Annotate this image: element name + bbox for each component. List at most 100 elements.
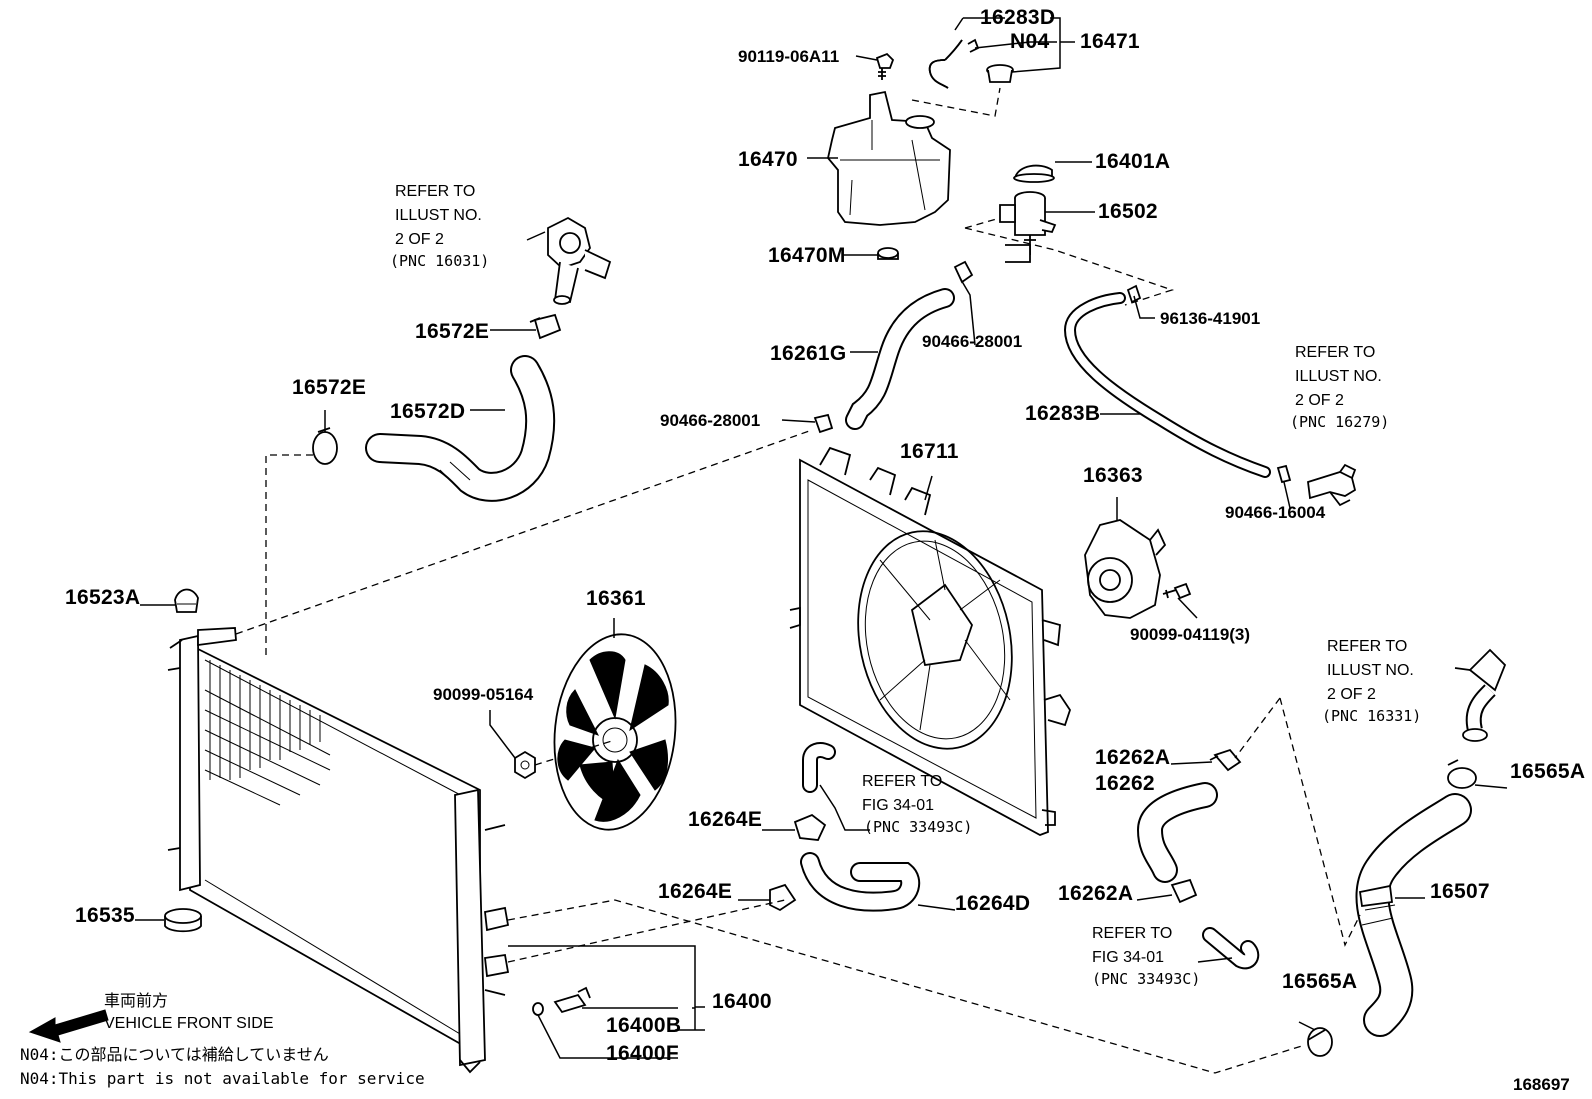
cap-16401A <box>1013 164 1055 183</box>
fan-16361 <box>553 633 677 831</box>
clamp-16565A-upper <box>1447 759 1477 789</box>
label-16507: 16507 <box>1430 880 1490 903</box>
label-90099-05164: 90099-05164 <box>433 685 534 704</box>
label-90099-04119: 90099-04119(3) <box>1130 625 1250 644</box>
dashed-leader <box>964 227 1175 306</box>
label-16565A-lower: 16565A <box>1282 970 1357 993</box>
label-16363: 16363 <box>1083 464 1143 487</box>
label-N04: N04 <box>1010 30 1049 53</box>
label-16470M: 16470M <box>768 244 846 267</box>
label-16535: 16535 <box>75 904 135 927</box>
label-16572D: 16572D <box>390 400 465 423</box>
leader-lines <box>135 17 1508 1059</box>
refer-line: FIG 34-01 <box>1092 949 1164 966</box>
label-16264E-lower: 16264E <box>658 880 732 903</box>
clamp-96136-41901 <box>1126 284 1142 304</box>
thermostat-housing-16031 <box>547 216 612 305</box>
label-16262A-upper: 16262A <box>1095 746 1170 769</box>
hose-33493C-lower <box>1202 927 1260 970</box>
hose-16264D <box>800 852 921 912</box>
clamp-16264E-lower <box>769 883 797 912</box>
bolt-90119-06A11 <box>875 52 895 80</box>
note-n04-jp: N04:この部品については補給していません <box>20 1045 329 1064</box>
clamp-90466-28001-lower <box>813 413 834 434</box>
label-16711: 16711 <box>900 440 959 463</box>
label-16361: 16361 <box>586 587 646 610</box>
hose-16572D <box>365 355 556 502</box>
hose-16261G <box>845 288 955 430</box>
refer-line: REFER TO <box>862 773 942 790</box>
label-16283D: 16283D <box>980 6 1055 29</box>
refer-line: FIG 34-01 <box>862 797 934 814</box>
label-16264E-upper: 16264E <box>688 808 762 831</box>
hose-16507 <box>1355 793 1472 1037</box>
illustration-number: 168697 <box>1513 1075 1570 1094</box>
clamp-16572E-lower <box>312 427 338 465</box>
refer-line: REFER TO <box>1092 925 1172 942</box>
refer-pnc: (PNC 16331) <box>1322 707 1421 725</box>
refer-note-16331: REFER TO ILLUST NO. 2 OF 2 (PNC 16331) <box>1322 638 1421 725</box>
hose-16262 <box>1136 782 1218 883</box>
part-labels: 16283D N04 16471 90119-06A11 16470 16401… <box>65 6 1585 1065</box>
refer-line: REFER TO <box>395 183 475 200</box>
label-16261G: 16261G <box>770 342 847 365</box>
outlet-16331 <box>1454 648 1507 742</box>
label-16264D: 16264D <box>955 892 1030 915</box>
refer-line: 2 OF 2 <box>1327 686 1376 703</box>
refer-pnc: (PNC 33493C) <box>864 818 972 836</box>
hose-16283D <box>928 39 963 89</box>
label-16471: 16471 <box>1080 30 1140 53</box>
o-ring-16400F <box>532 1002 544 1016</box>
label-16523A: 16523A <box>65 586 140 609</box>
label-16262: 16262 <box>1095 772 1155 795</box>
label-16572E-upper: 16572E <box>415 320 489 343</box>
label-90466-28001-upper: 90466-28001 <box>922 332 1022 351</box>
clamp-90466-28001-upper <box>953 260 974 284</box>
radiator-16400 <box>167 627 510 1074</box>
refer-line: REFER TO <box>1327 638 1407 655</box>
clamp-90466-16004 <box>1276 464 1292 484</box>
note-n04-en: N04:This part is not available for servi… <box>20 1069 425 1088</box>
clamp-16264E-upper <box>793 813 827 841</box>
vehicle-front-arrow <box>28 1009 109 1043</box>
dashed-leader <box>507 899 1306 1074</box>
label-16262A-lower: 16262A <box>1058 882 1133 905</box>
refer-note-16279: REFER TO ILLUST NO. 2 OF 2 (PNC 16279) <box>1290 344 1389 431</box>
dashed-leader <box>235 429 813 635</box>
label-90466-16004: 90466-16004 <box>1225 503 1326 522</box>
label-90119-06A11: 90119-06A11 <box>738 47 839 66</box>
dashed-leader <box>507 899 786 963</box>
grommet-16470M <box>877 247 899 260</box>
refer-note-16031: REFER TO ILLUST NO. 2 OF 2 (PNC 16031) <box>390 183 489 270</box>
radiator-core-fins <box>204 660 331 806</box>
clamp-16262A-lower <box>1170 878 1198 904</box>
refer-pnc: (PNC 16279) <box>1290 413 1389 431</box>
label-16400F: 16400F <box>606 1042 679 1065</box>
clip-N04 <box>967 38 980 53</box>
label-16572E-lower: 16572E <box>292 376 366 399</box>
clamp-16565A-lower <box>1307 1027 1333 1057</box>
reservoir-tank-16470 <box>827 90 951 226</box>
fan-axis-line <box>534 739 616 766</box>
drain-cock-16400B <box>553 986 591 1014</box>
cushion-16535 <box>164 908 202 933</box>
filler-neck-16502 <box>999 191 1057 263</box>
label-16283B: 16283B <box>1025 402 1100 425</box>
hose-16283B <box>1063 292 1271 478</box>
refer-note-33493C-upper: REFER TO FIG 34-01 (PNC 33493C) <box>862 773 972 836</box>
cap-16523A <box>174 588 199 613</box>
fan-motor-16363 <box>1084 519 1167 619</box>
label-16401A: 16401A <box>1095 150 1170 173</box>
refer-pnc: (PNC 16031) <box>390 252 489 270</box>
cap-16471 <box>986 64 1014 83</box>
dashed-leader <box>265 454 315 655</box>
bolt-90099-04119 <box>1162 582 1192 600</box>
label-16565A-upper: 16565A <box>1510 760 1585 783</box>
fan-shroud-16711 <box>789 446 1071 836</box>
hose-33493C-upper <box>802 742 836 793</box>
label-16400: 16400 <box>712 990 772 1013</box>
clamp-16262A-upper <box>1209 748 1242 772</box>
dashed-leader <box>964 217 1001 229</box>
dashed-leader <box>1279 697 1361 947</box>
